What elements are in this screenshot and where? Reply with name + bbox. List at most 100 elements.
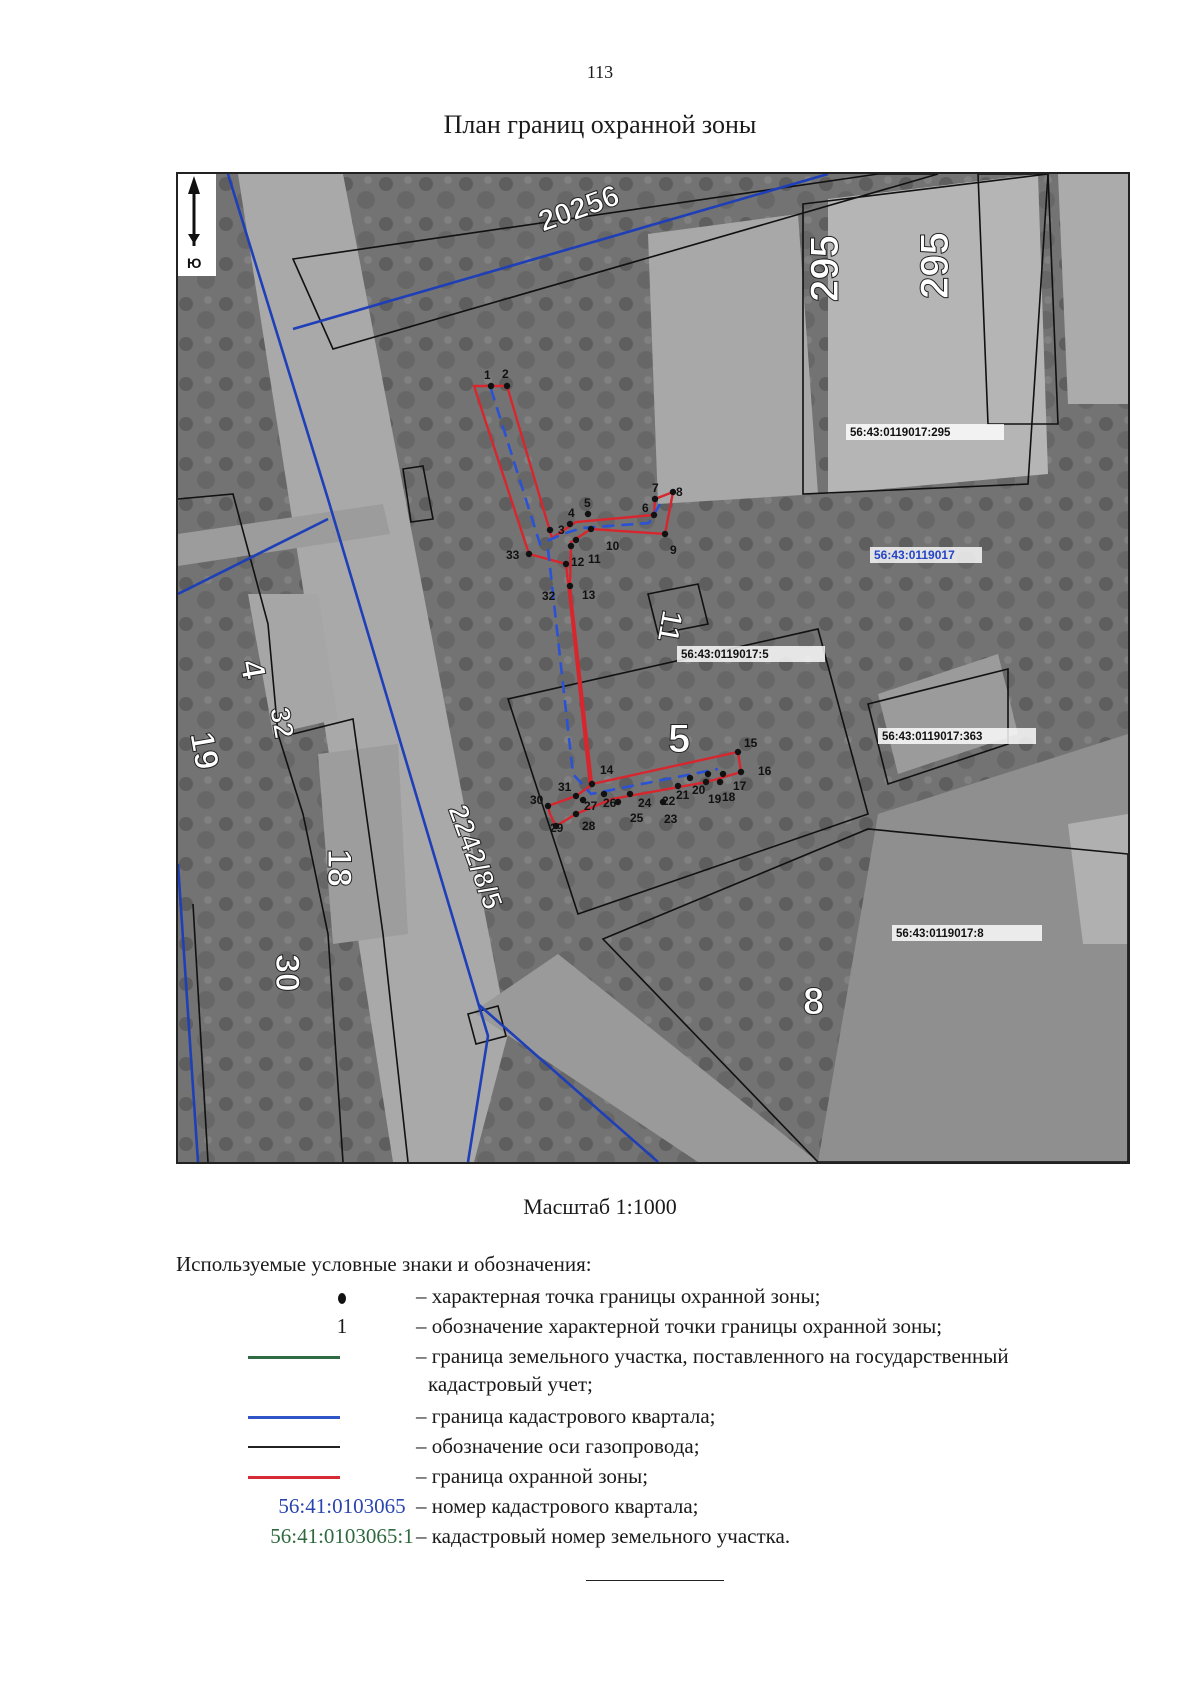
black-line-icon: [248, 1446, 340, 1448]
parcel-label-295: 56:43:0119017:295: [850, 427, 951, 439]
point-7: [651, 495, 659, 503]
point-markers: [487, 382, 745, 830]
point-27: [579, 796, 587, 804]
point-5: [584, 510, 592, 518]
point-label: 33: [506, 548, 520, 562]
quarter-line-lower: [477, 1003, 659, 1162]
point-label: 23: [664, 812, 678, 826]
legend-row-quarter-number: 56:41:0103065 – номер кадастрового кварт…: [176, 1492, 1126, 1520]
house-number: 18: [320, 849, 358, 887]
point-label: 31: [558, 780, 572, 794]
point-labels: 1 2 3 4 5 6 7 8 9 10 11 12 13 14 15 16 1…: [484, 367, 772, 835]
legend-text-line: кадастровый учет;: [428, 1372, 593, 1396]
point-16: [737, 768, 745, 776]
point-13: [566, 582, 574, 590]
point-label: 24: [638, 796, 652, 810]
gas-axis: [489, 388, 719, 796]
lower-road: [473, 954, 818, 1162]
legend-text: – характерная точка границы охранной зон…: [416, 1284, 821, 1308]
point-label: 4: [568, 506, 575, 520]
point-label: 18: [722, 790, 736, 804]
parcel-labels: 56:43:0119017:295 56:43:0119017:5 56:43:…: [677, 424, 1042, 941]
house-number: 32: [264, 705, 300, 741]
point-28: [572, 810, 580, 818]
point-label: 10: [606, 539, 620, 553]
parcel-right-top: [977, 174, 1059, 425]
scale-label: Масштаб 1:1000: [523, 1194, 677, 1219]
north-arrow-label: Ю: [187, 255, 201, 271]
parcel-label-bg: [677, 646, 825, 662]
point-label: 20: [692, 783, 706, 797]
point-label: 8: [676, 485, 683, 499]
point-31: [572, 792, 580, 800]
legend-text: – обозначение характерной точки границы …: [416, 1314, 943, 1338]
quarter-label: 56:43:0119017: [874, 548, 955, 562]
green-line-icon: [248, 1356, 340, 1359]
north-arrow-head: [188, 176, 200, 194]
parcel-boundaries: [178, 174, 1128, 1162]
point-11: [572, 536, 580, 544]
building-295: [828, 174, 1048, 494]
gas-axis-branch: [546, 548, 719, 796]
point-dot-icon: [338, 1292, 346, 1304]
building-18: [318, 744, 408, 944]
legend-row-point-number: 1 – обозначение характерной точки границ…: [176, 1312, 1126, 1340]
point-label: 3: [558, 523, 565, 537]
map-frame: 1 2 3 4 5 6 7 8 9 10 11 12 13 14 15 16 1…: [176, 172, 1130, 1164]
point-label: 28: [582, 819, 596, 833]
parcel-label-8: 56:43:0119017:8: [896, 928, 984, 940]
point-19: [702, 778, 710, 786]
page-title: План границ охранной зоны: [443, 110, 757, 139]
north-arrow: Ю: [178, 174, 216, 276]
parcel-edge: [192, 903, 209, 1162]
main-road: [238, 174, 508, 1162]
house-number: 295: [913, 232, 957, 299]
point-24: [626, 790, 634, 798]
legend-text: – граница охранной зоны;: [416, 1464, 649, 1488]
point-label: 30: [530, 793, 544, 807]
house-number: 5: [668, 717, 690, 761]
red-line-icon: [248, 1476, 340, 1479]
point-label: 12: [571, 555, 585, 569]
legend-quarter-number-symbol: 56:41:0103065: [278, 1494, 406, 1518]
parcel-8: [601, 828, 1128, 1162]
point-label: 19: [708, 792, 722, 806]
legend-text: – граница кадастрового квартала;: [416, 1404, 716, 1428]
house-number: 11: [651, 608, 689, 645]
point-label: 9: [670, 543, 677, 557]
point-label: 26: [603, 796, 617, 810]
legend-row-protection-zone: – граница охранной зоны;: [176, 1462, 1126, 1490]
point-17: [719, 770, 727, 778]
parcel-295: [802, 174, 1049, 495]
parcel-label-5: 56:43:0119017:5: [681, 649, 769, 661]
page-number: 113: [586, 62, 614, 82]
point-label: 32: [542, 589, 556, 603]
house-number-labels: 295 295 11 5 4 32 19 18 30 8: [182, 232, 958, 1024]
point-12: [567, 542, 575, 550]
parcel-label-bg: [846, 424, 1004, 440]
point-label: 14: [600, 763, 614, 777]
point-18: [716, 778, 724, 786]
point-20: [704, 770, 712, 778]
building-8: [818, 734, 1128, 1162]
parcel-label-bg: [892, 925, 1042, 941]
point-8: [669, 488, 677, 496]
quarter-label-bg: [870, 547, 982, 563]
quarter-line-road: [226, 174, 490, 1162]
point-21: [686, 774, 694, 782]
legend-point-symbol: [216, 1282, 468, 1310]
point-label: 5: [584, 496, 591, 510]
legend-text: – кадастровый номер земельного участка.: [416, 1524, 791, 1548]
house-number: 30: [268, 954, 306, 992]
point-9: [661, 530, 669, 538]
point-23: [659, 798, 667, 806]
map-canvas: 1 2 3 4 5 6 7 8 9 10 11 12 13 14 15 16 1…: [178, 174, 1128, 1162]
point-label: 16: [758, 764, 772, 778]
point-10: [587, 525, 595, 533]
point-label: 25: [630, 811, 644, 825]
house-number: 295: [803, 235, 847, 302]
quarter-line-top: [292, 174, 829, 331]
legend-row-quarter-boundary: – граница кадастрового квартала;: [176, 1402, 1126, 1430]
legend-text: – обозначение оси газопровода;: [416, 1434, 700, 1458]
point-2: [503, 382, 511, 390]
